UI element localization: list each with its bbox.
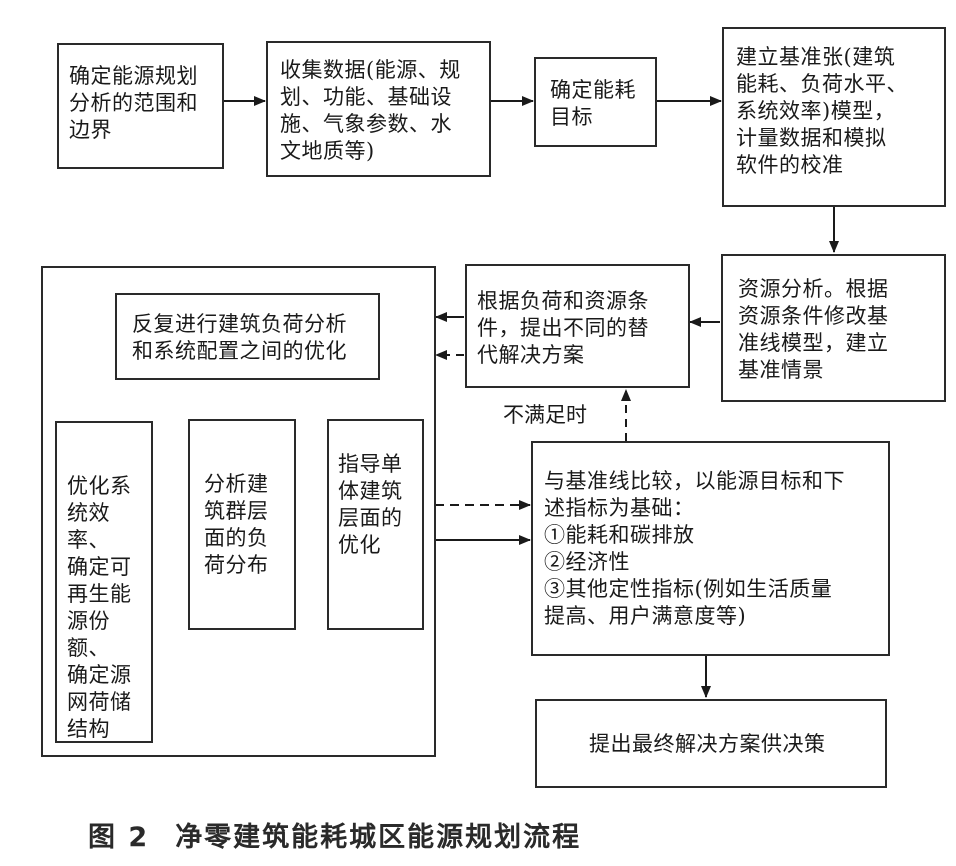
label-not-satisfied: 不满足时 xyxy=(503,403,587,427)
node-final-solution-text: 提出最终解决方案供决策 xyxy=(589,732,826,756)
node-collect-data-text: 收集数据(能源、规 划、功能、基础设 施、气象参数、水 文地质等) xyxy=(280,58,461,163)
node-single-building: 指导单 体建筑 层面的 优化 xyxy=(327,419,424,630)
figure-caption: 图 2 净零建筑能耗城区能源规划流程 xyxy=(88,815,581,854)
node-system-optimization-text: 优化系 统效率、 确定可 再生能 源份额、 确定源 网荷储 结构 xyxy=(67,474,132,741)
node-system-optimization: 优化系 统效率、 确定可 再生能 源份额、 确定源 网荷储 结构 xyxy=(55,421,153,743)
node-baseline-model: 建立基准张(建筑 能耗、负荷水平、 系统效率)模型， 计量数据和模拟 软件的校准 xyxy=(722,27,946,207)
node-define-scope-text: 确定能源规划 分析的范围和 边界 xyxy=(69,64,198,142)
node-cluster-load-text: 分析建 筑群层 面的负 荷分布 xyxy=(204,472,269,577)
node-iterative-optimization-text: 反复进行建筑负荷分析 和系统配置之间的优化 xyxy=(132,312,347,363)
node-define-scope: 确定能源规划 分析的范围和 边界 xyxy=(57,43,224,169)
node-baseline-compare: 与基准线比较，以能源目标和下 述指标为基础： ①能耗和碳排放 ②经济性 ③其他定… xyxy=(531,441,890,656)
node-energy-target: 确定能耗 目标 xyxy=(534,57,657,147)
node-alternatives: 根据负荷和资源条 件，提出不同的替 代解决方案 xyxy=(465,264,690,388)
node-energy-target-text: 确定能耗 目标 xyxy=(550,78,636,129)
node-baseline-model-text: 建立基准张(建筑 能耗、负荷水平、 系统效率)模型， 计量数据和模拟 软件的校准 xyxy=(736,45,908,177)
node-final-solution: 提出最终解决方案供决策 xyxy=(535,699,887,788)
figure-title: 净零建筑能耗城区能源规划流程 xyxy=(175,822,582,853)
node-resource-analysis: 资源分析。根据 资源条件修改基 准线模型，建立 基准情景 xyxy=(721,254,946,402)
node-collect-data: 收集数据(能源、规 划、功能、基础设 施、气象参数、水 文地质等) xyxy=(266,41,491,177)
node-baseline-compare-text: 与基准线比较，以能源目标和下 述指标为基础： ①能耗和碳排放 ②经济性 ③其他定… xyxy=(544,469,845,628)
node-cluster-load: 分析建 筑群层 面的负 荷分布 xyxy=(188,419,296,630)
node-alternatives-text: 根据负荷和资源条 件，提出不同的替 代解决方案 xyxy=(477,289,649,367)
node-resource-analysis-text: 资源分析。根据 资源条件修改基 准线模型，建立 基准情景 xyxy=(738,277,889,382)
node-iterative-optimization: 反复进行建筑负荷分析 和系统配置之间的优化 xyxy=(115,293,380,380)
figure-number: 图 2 xyxy=(88,822,150,853)
node-single-building-text: 指导单 体建筑 层面的 优化 xyxy=(338,452,403,557)
